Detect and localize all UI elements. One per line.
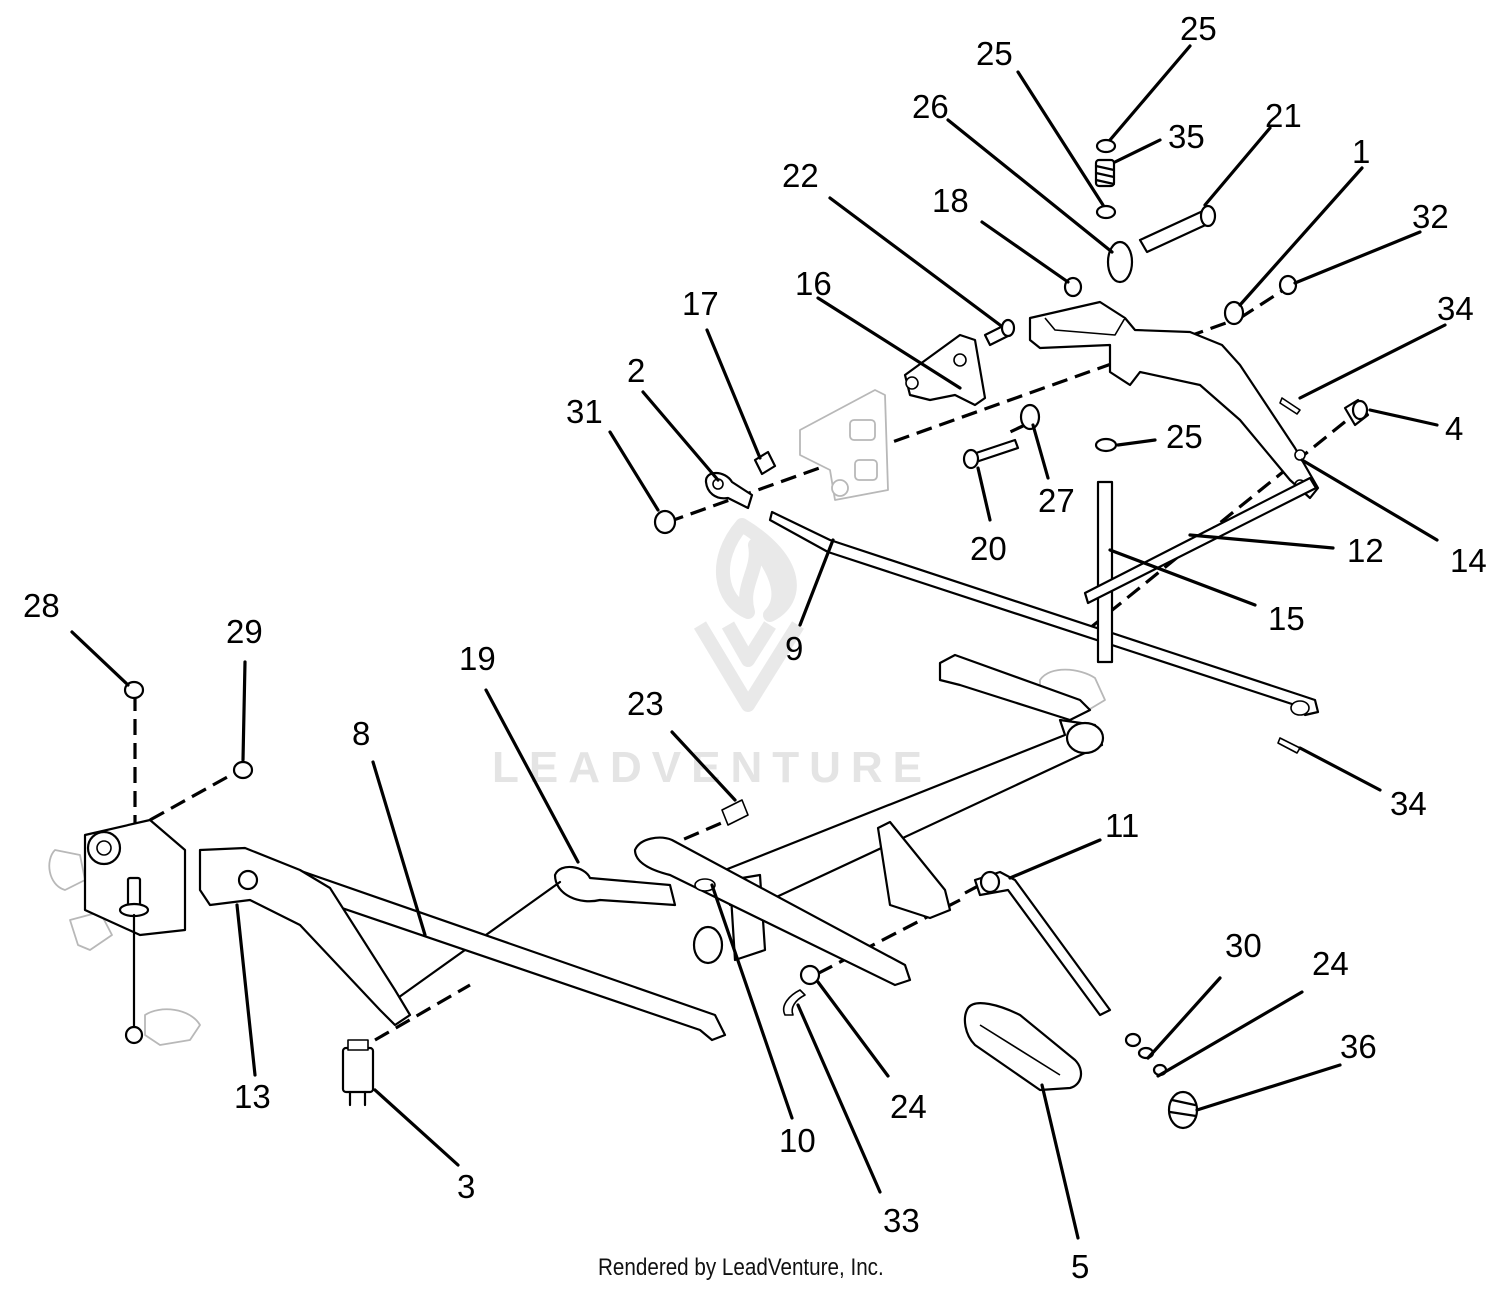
watermark-logo bbox=[693, 518, 804, 712]
part-35-spring bbox=[1094, 158, 1116, 188]
part-12-rod bbox=[1083, 476, 1318, 605]
callout-9: 9 bbox=[785, 630, 803, 667]
callout-32: 32 bbox=[1412, 198, 1449, 235]
callout-3: 3 bbox=[457, 1168, 475, 1205]
part-31-nut bbox=[653, 509, 677, 535]
part-3-switch bbox=[341, 1039, 375, 1107]
callout-26: 26 bbox=[912, 88, 949, 125]
part-30-set-screw bbox=[1124, 1032, 1142, 1048]
callout-24: 24 bbox=[1312, 945, 1349, 982]
callout-31: 31 bbox=[566, 393, 603, 430]
callout-28: 28 bbox=[23, 587, 60, 624]
callout-34: 34 bbox=[1390, 785, 1427, 822]
part-25-washer-top bbox=[1095, 138, 1117, 154]
part-27-washer bbox=[1019, 403, 1041, 431]
callout-8: 8 bbox=[352, 715, 370, 752]
part-21-clevis-pin bbox=[1138, 204, 1217, 254]
callout-15: 15 bbox=[1268, 600, 1305, 637]
callout-14: 14 bbox=[1450, 542, 1487, 579]
frame-ghost bbox=[48, 389, 1106, 1046]
part-26-washer bbox=[1106, 240, 1134, 284]
part-9-lift-rod bbox=[768, 510, 1320, 717]
part-25-washer-lower bbox=[1094, 437, 1118, 453]
part-2-rod-end bbox=[704, 471, 754, 510]
callout-2: 2 bbox=[627, 352, 645, 389]
part-28-nut bbox=[123, 680, 145, 700]
part-16-bracket bbox=[903, 333, 987, 407]
callout-22: 22 bbox=[782, 157, 819, 194]
part-13-lever bbox=[198, 846, 412, 1027]
callout-24: 24 bbox=[890, 1088, 927, 1125]
part-29-bushing bbox=[232, 760, 254, 780]
part-1-nut bbox=[1223, 300, 1245, 326]
part-34-cotter-pin-bottom bbox=[1277, 737, 1301, 754]
callout-25: 25 bbox=[1166, 418, 1203, 455]
callout-23: 23 bbox=[627, 685, 664, 722]
callout-27: 27 bbox=[1038, 482, 1075, 519]
callout-36: 36 bbox=[1340, 1028, 1377, 1065]
part-34-cotter-pin-top bbox=[1279, 397, 1301, 415]
part-36-spring-bumper bbox=[1167, 1090, 1199, 1130]
callout-13: 13 bbox=[234, 1078, 271, 1115]
callout-1: 1 bbox=[1352, 133, 1370, 170]
callout-12: 12 bbox=[1347, 532, 1384, 569]
callout-17: 17 bbox=[682, 285, 719, 322]
callout-5: 5 bbox=[1071, 1248, 1089, 1285]
callout-25: 25 bbox=[1180, 10, 1217, 47]
callout-33: 33 bbox=[883, 1202, 920, 1239]
callout-21: 21 bbox=[1265, 97, 1302, 134]
part-20-bolt bbox=[962, 438, 1020, 470]
callout-labels: 25 25 25 35 26 21 1 32 22 18 16 17 2 31 … bbox=[23, 10, 1487, 1285]
part-22-shoulder-bolt bbox=[983, 318, 1016, 347]
leader-lines bbox=[70, 44, 1447, 1240]
part-11-pedal-arm bbox=[973, 870, 1112, 1017]
callout-11: 11 bbox=[1105, 807, 1139, 844]
callout-20: 20 bbox=[970, 530, 1007, 567]
render-credit: Rendered by LeadVenture, Inc. bbox=[598, 1254, 884, 1281]
part-4-bushing bbox=[1343, 398, 1370, 427]
left-pivot-bracket bbox=[83, 818, 187, 1045]
part-33-hairpin bbox=[782, 989, 806, 1016]
callout-29: 29 bbox=[226, 613, 263, 650]
part-24-washer bbox=[799, 964, 821, 986]
part-10-arm bbox=[633, 836, 912, 987]
callout-18: 18 bbox=[932, 182, 969, 219]
callout-10: 10 bbox=[779, 1122, 816, 1159]
callout-30: 30 bbox=[1225, 927, 1262, 964]
part-15-link bbox=[1096, 480, 1114, 664]
callout-25: 25 bbox=[976, 35, 1013, 72]
callout-34: 34 bbox=[1437, 290, 1474, 327]
part-23-fastener bbox=[721, 799, 749, 826]
callout-16: 16 bbox=[795, 265, 832, 302]
part-32-nut bbox=[1278, 274, 1298, 296]
callout-19: 19 bbox=[459, 640, 496, 677]
part-19-rod-end bbox=[553, 865, 677, 907]
part-25-washer-mid bbox=[1095, 204, 1117, 220]
part-5-pedal-pad bbox=[963, 1002, 1083, 1092]
callout-4: 4 bbox=[1445, 410, 1463, 447]
callout-35: 35 bbox=[1168, 118, 1205, 155]
watermark-text: LEADVENTURE bbox=[492, 743, 932, 792]
